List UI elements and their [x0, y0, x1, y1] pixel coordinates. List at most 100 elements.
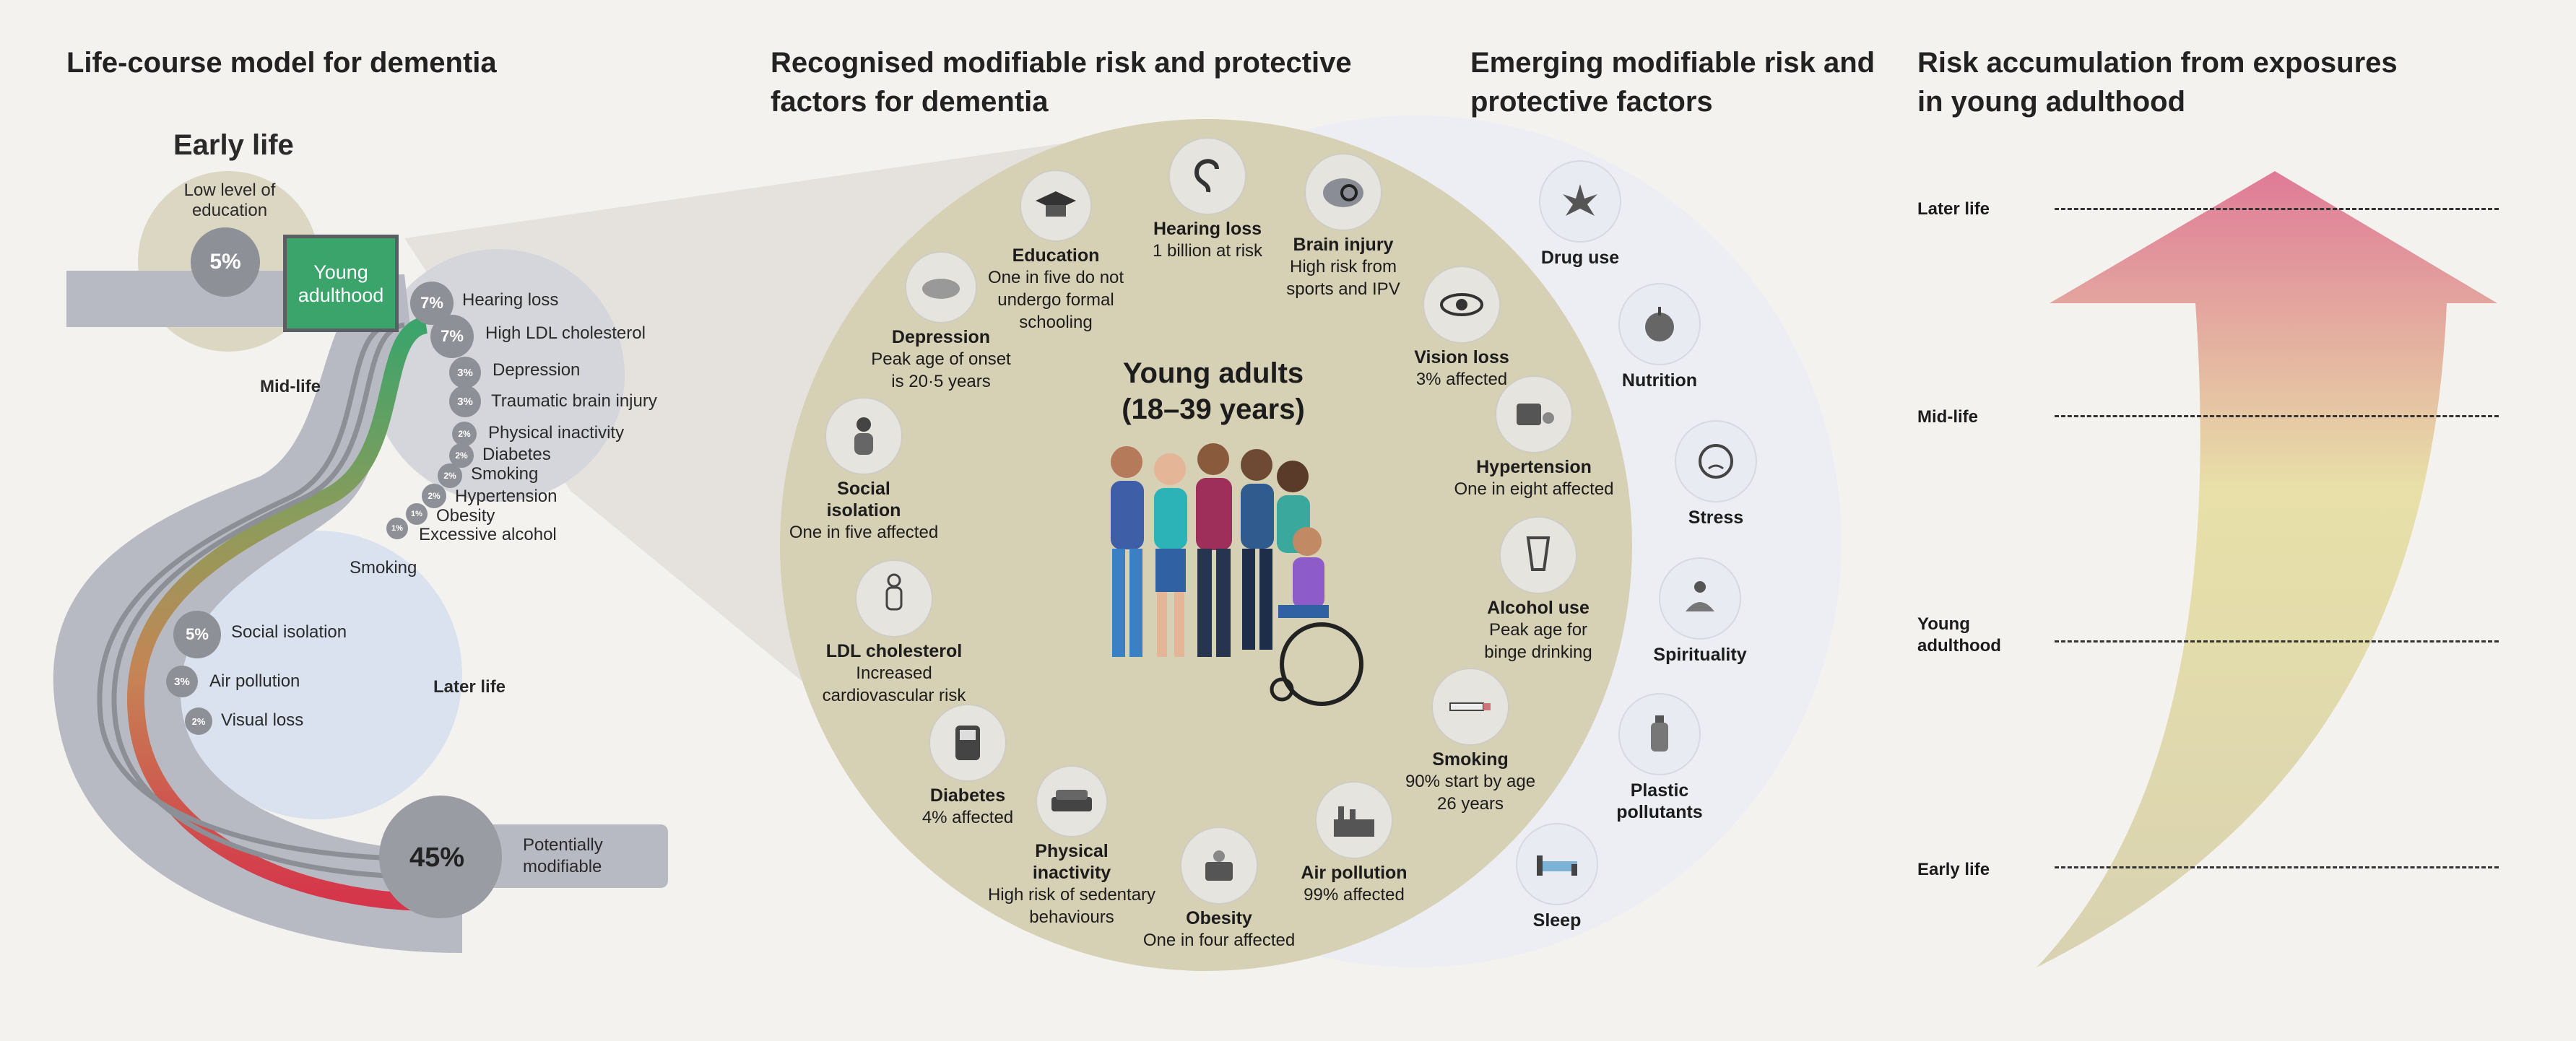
emerging-plastic-pollutants: Plastic pollutants — [1580, 693, 1739, 823]
factor-alcohol-use: Alcohol use Peak age for binge drinking — [1441, 516, 1636, 663]
factor-name: Social isolation — [826, 479, 901, 520]
factor-hypertension: Hypertension One in eight affected — [1436, 375, 1631, 500]
mid-factor-label: Excessive alcohol — [419, 525, 557, 544]
emerging-nutrition: Nutrition — [1580, 283, 1739, 391]
wheelchair-user — [1270, 527, 1363, 706]
cloud-icon — [905, 251, 977, 323]
later-pct-badge: 3% — [166, 666, 198, 697]
mid-pct-badge: 1% — [386, 518, 408, 539]
early-factor-label: Low level of education — [183, 180, 276, 220]
emerging-name: Drug use — [1540, 248, 1620, 268]
body-icon — [855, 559, 933, 637]
risk-lane-line-1 — [111, 322, 434, 880]
blood-pressure-icon — [1495, 375, 1573, 453]
factor-desc: High risk of sedentary behaviours — [987, 885, 1156, 927]
young-adults-group-illustration — [1111, 443, 1363, 706]
mid-pct-badge: 2% — [438, 463, 462, 488]
early-band — [66, 271, 298, 327]
factor-desc: High risk from sports and IPV — [1286, 257, 1400, 299]
factor-name: Brain injury — [1293, 235, 1394, 255]
factor-desc: 4% affected — [921, 808, 1014, 827]
total-pct: 45% — [409, 842, 465, 873]
early-life-title: Early life — [173, 129, 294, 161]
factor-desc: One in five affected — [789, 523, 939, 542]
mid-factor-label: Obesity — [436, 506, 495, 526]
brain-icon — [1304, 153, 1382, 231]
emerging-name: Sleep — [1532, 910, 1582, 931]
mid-factor-label: Diabetes — [482, 445, 551, 464]
mid-pct-badge: 1% — [406, 503, 428, 525]
emerging-spirituality: Spirituality — [1621, 557, 1779, 666]
stage-divider-mid-life — [2055, 415, 2499, 417]
young-adulthood-box: Young adulthood — [283, 235, 399, 332]
stage-young-adulthood: Young adulthood — [1917, 614, 2001, 655]
emerging-drug-use: Drug use — [1501, 160, 1660, 269]
factor-social-isolation: Social isolation One in five affected — [766, 397, 961, 544]
factor-desc: 99% affected — [1304, 885, 1405, 905]
factor-name: Diabetes — [929, 785, 1006, 806]
emerging-name: Stress — [1688, 508, 1744, 528]
stage-early-life: Early life — [1917, 860, 1990, 879]
emerging-name: Plastic pollutants — [1616, 780, 1703, 822]
mid-pct-badge: 2% — [422, 484, 446, 508]
factor-vision-loss: Vision loss 3% affected — [1364, 266, 1559, 391]
later-pct-badge: 5% — [173, 611, 221, 658]
mid-factor-label: Physical inactivity — [488, 423, 625, 443]
glucose-meter-icon — [929, 704, 1007, 782]
eye-icon — [1423, 266, 1501, 344]
emerging-name: Spirituality — [1653, 645, 1747, 665]
glass-icon — [1499, 516, 1577, 594]
factor-desc: One in five do not undergo formal school… — [987, 268, 1124, 332]
recognised-title: Recognised modifiable risk and protectiv… — [771, 47, 1352, 118]
mid-pct-badge: 2% — [452, 422, 477, 446]
factor-name: Physical inactivity — [1032, 841, 1111, 883]
factor-education: Education One in five do not undergo for… — [958, 170, 1153, 334]
cigarette-icon — [1431, 668, 1509, 746]
factor-diabetes: Diabetes 4% affected — [870, 704, 1065, 829]
emerging-name: Nutrition — [1621, 370, 1698, 391]
factor-desc: 1 billion at risk — [1152, 241, 1263, 261]
later-life-circle — [173, 531, 462, 819]
factor-desc: 3% affected — [1415, 370, 1508, 389]
total-label: Potentially modifiable — [523, 835, 603, 876]
risk-lane-line-2 — [97, 322, 434, 862]
factor-obesity: Obesity One in four affected — [1122, 827, 1317, 951]
person-figure-3 — [1196, 443, 1232, 657]
factor-name: Hearing loss — [1153, 219, 1262, 239]
factor-desc: Peak age for binge drinking — [1484, 620, 1592, 662]
stage-divider-later-life — [2055, 208, 2499, 210]
factor-name: Obesity — [1186, 908, 1252, 928]
smoking-band-label: Smoking — [350, 558, 417, 578]
mid-factor-label: Hearing loss — [462, 290, 559, 310]
stress-face-icon — [1675, 420, 1757, 502]
factor-name: Depression — [891, 327, 991, 347]
apple-icon — [1618, 283, 1701, 365]
factor-name: Education — [1012, 245, 1100, 266]
mid-pct-badge: 7% — [430, 315, 474, 358]
factor-name: LDL cholesterol — [825, 641, 963, 661]
factor-name: Smoking — [1432, 749, 1509, 770]
factor-depression: Depression Peak age of onset is 20·5 yea… — [844, 251, 1038, 393]
factory-icon — [1315, 781, 1393, 859]
graduation-cap-icon — [1020, 170, 1092, 242]
mid-factor-label: Traumatic brain injury — [491, 391, 657, 411]
person-figure-4 — [1241, 449, 1274, 650]
emerging-stress: Stress — [1636, 420, 1795, 528]
stage-divider-young-adulthood — [2055, 640, 2499, 643]
factor-desc: One in eight affected — [1454, 479, 1614, 499]
factor-hearing-loss: Hearing loss 1 billion at risk — [1110, 137, 1305, 262]
factor-name: Vision loss — [1414, 347, 1509, 367]
mid-pct-badge: 3% — [449, 386, 481, 417]
later-life-label: Later life — [433, 677, 506, 697]
accumulation-arrow — [2037, 171, 2497, 967]
young-adults-title: Young adults (18–39 years) — [1122, 357, 1305, 425]
ear-icon — [1168, 137, 1246, 215]
total-circle — [379, 796, 502, 918]
factor-air-pollution: Air pollution 99% affected — [1257, 781, 1452, 906]
life-course-title: Life-course model for dementia — [66, 47, 497, 79]
factor-brain-injury: Brain injury High risk from sports and I… — [1246, 153, 1441, 300]
factor-desc: Increased cardiovascular risk — [822, 663, 966, 705]
factor-desc: Peak age of onset is 20·5 years — [871, 349, 1011, 391]
bottle-icon — [1618, 693, 1701, 775]
person-alone-icon — [825, 397, 903, 475]
